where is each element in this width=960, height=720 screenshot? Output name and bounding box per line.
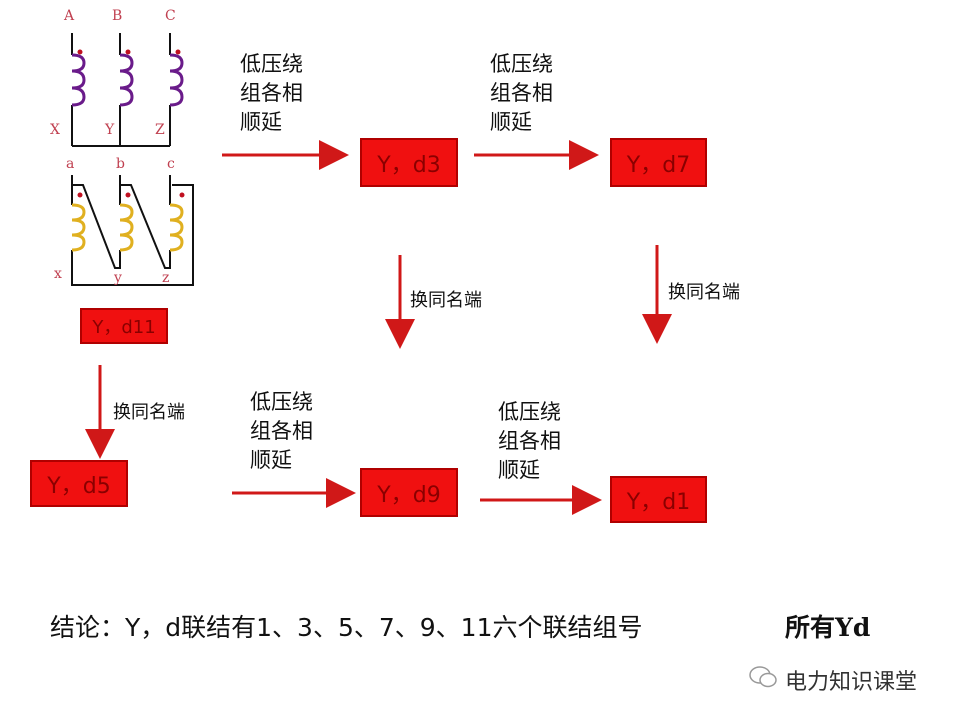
terminal-Z: Z [155, 122, 165, 138]
watermark: 电力知识课堂 [785, 670, 918, 695]
terminal-c: c [167, 156, 175, 172]
box-yd9: Y，d9 [360, 468, 458, 517]
terminal-C: C [165, 8, 176, 24]
box-yd11: Y，d11 [80, 308, 168, 344]
terminal-B: B [112, 8, 123, 24]
box-yd3: Y，d3 [360, 138, 458, 187]
terminal-Y: Y [105, 122, 115, 138]
wechat-icon [748, 664, 778, 690]
box-yd7: Y，d7 [610, 138, 707, 187]
terminal-X: X [50, 122, 60, 138]
terminal-a: a [66, 156, 75, 172]
label-swap-3: 换同名端 [113, 402, 185, 423]
terminal-x: x [54, 266, 62, 282]
label-swap-1: 换同名端 [410, 290, 482, 311]
label-shift-1: 低压绕 组各相 顺延 [240, 52, 303, 134]
hv-winding [71, 33, 171, 147]
terminal-z: z [162, 270, 170, 286]
label-shift-2: 低压绕 组各相 顺延 [490, 52, 553, 134]
terminal-A: A [64, 8, 75, 24]
terminal-b: b [116, 156, 125, 172]
label-swap-2: 换同名端 [668, 282, 740, 303]
terminal-y: y [114, 270, 122, 286]
hv-coils [71, 53, 184, 107]
lv-winding [71, 175, 194, 286]
arrows [85, 140, 672, 515]
label-shift-4: 低压绕 组各相 顺延 [498, 400, 561, 482]
label-shift-3: 低压绕 组各相 顺延 [250, 390, 313, 472]
lv-coils [71, 203, 184, 252]
box-yd1: Y，d1 [610, 476, 707, 523]
polarity-dots [77, 49, 185, 198]
box-yd5: Y，d5 [30, 460, 128, 507]
conclusion-text: 结论：Y，d联结有1、3、5、7、9、11六个联结组号 [50, 613, 643, 642]
conclusion-tag: 所有Yd [785, 613, 871, 642]
